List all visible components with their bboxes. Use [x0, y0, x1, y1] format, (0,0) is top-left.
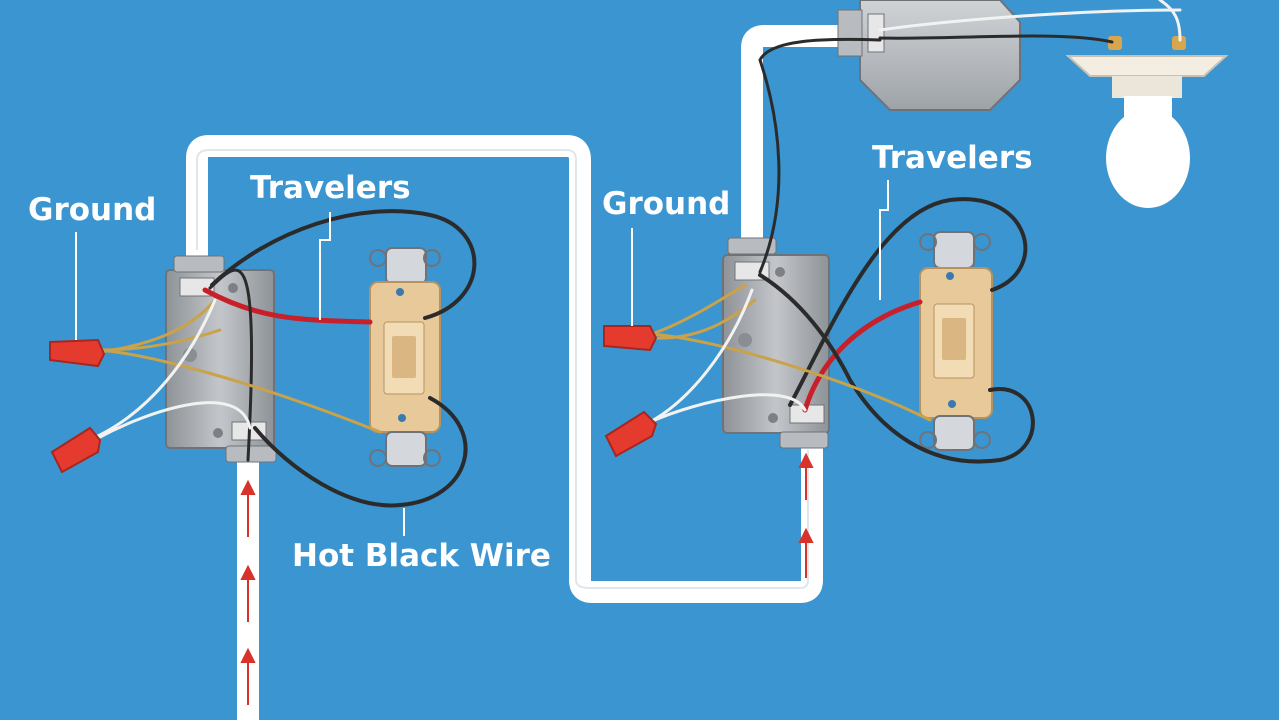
leader-travelers-left: [319, 212, 331, 320]
right-switch-box: [722, 237, 830, 449]
arrow-right-1: [798, 527, 814, 578]
arrow-right-2: [798, 452, 814, 500]
right-wires: [648, 0, 1182, 464]
left-wires: [96, 209, 477, 508]
arrow-feed-1: [240, 647, 256, 705]
arrow-feed-2: [240, 564, 256, 622]
light-fixture: [1065, 36, 1229, 208]
wire-nut-right-neutral: [604, 410, 658, 458]
three-wire-cable: [186, 135, 823, 603]
left-switch: [369, 247, 441, 467]
label-ground-left: Ground: [28, 192, 156, 228]
label-ground-right: Ground: [602, 186, 730, 222]
light-cable: [741, 25, 861, 256]
wire-nut-right-ground: [603, 325, 658, 352]
flow-arrows: [240, 452, 814, 705]
wire-nut-left-ground: [49, 338, 106, 368]
right-switch: [919, 231, 993, 451]
ceiling-box: [837, 0, 1021, 111]
label-travelers-left: Travelers: [250, 170, 411, 206]
arrow-feed-3: [240, 479, 256, 537]
wire-nuts: [49, 325, 658, 474]
label-travelers-right: Travelers: [872, 140, 1033, 176]
leader-lines: [75, 180, 889, 536]
light-bulb: [1106, 108, 1190, 208]
wire-nut-left-neutral: [50, 426, 102, 474]
label-hot-black-wire: Hot Black Wire: [292, 538, 551, 574]
leader-travelers-right: [879, 180, 889, 300]
